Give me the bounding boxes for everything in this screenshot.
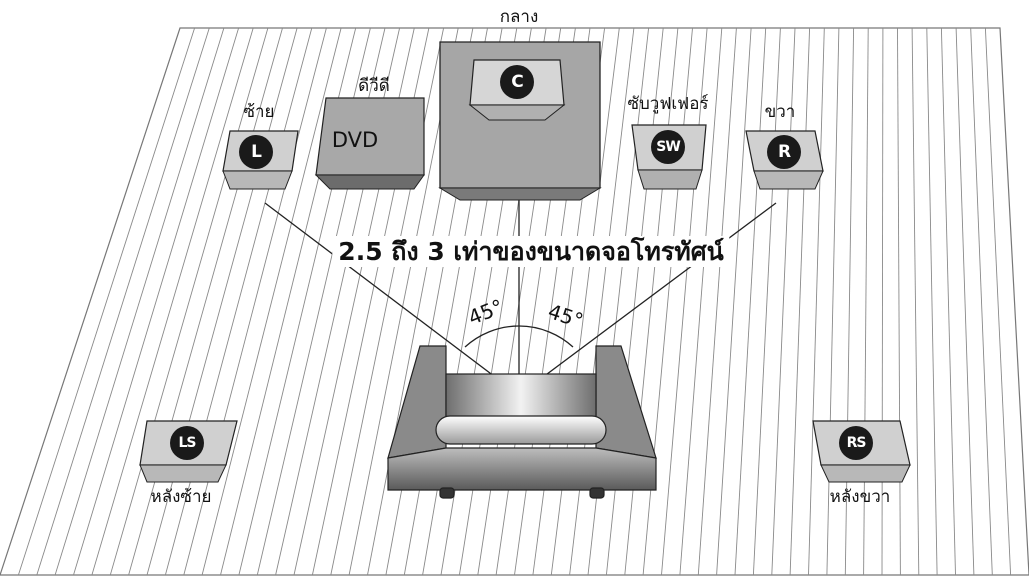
label-subwoofer: ซับวูฟเฟอร์ [627,94,709,114]
badge-subwoofer: SW [651,130,685,164]
floor-board-line [91,27,254,576]
floor-board-line [789,27,811,576]
floor-board-line [911,27,920,576]
floor-board-line [844,27,855,576]
distance-note: 2.5 ถึง 3 เท่าของขนาดจอโทรทัศน์ [332,236,730,268]
floor-board-line [146,27,298,576]
floor-board-line [897,27,901,576]
dvd-player [314,97,425,190]
floor-board-line [940,27,956,576]
badge-rear-left: LS [170,426,204,460]
floor-board-line [826,27,840,576]
floor-board-line [984,27,1012,576]
floor-board-line [73,27,240,576]
label-left: ซ้าย [243,102,275,122]
floor-board-line [752,27,781,576]
floor-board-line [926,27,938,576]
label-rear-right: หลังขวา [829,487,891,507]
floor-board-line [164,27,313,576]
floor-board-line [54,27,225,576]
label-center: กลาง [499,7,539,27]
floor-board-line [697,27,737,576]
listening-seat [387,345,657,499]
label-rear-left: หลังซ้าย [150,487,212,507]
floor-board-line [771,27,796,576]
floor-board-line [881,27,884,576]
floor-board-line [330,27,445,576]
floor-board-line [808,27,825,576]
floor-board-line [679,27,723,576]
listening-lines [264,170,777,396]
badge-left: L [239,135,273,169]
floor-board-line [36,27,210,576]
floor-board-line [201,27,342,576]
floor-board-line [128,27,283,576]
badge-center: C [500,65,534,99]
floor-board-line [970,27,993,576]
floor-board-line [109,27,269,576]
badge-right: R [767,135,801,169]
badge-rear-right: RS [839,426,873,460]
floor-board-line [955,27,975,576]
label-dvd: ดีวีดี [358,76,390,96]
label-right: ขวา [764,102,796,122]
floor-board-line [716,27,752,576]
dvd-front-text: DVD [331,128,379,152]
floor-board-line [863,27,869,576]
floor-board-line [183,27,327,576]
floor-board-line [734,27,767,576]
floor-board-line [661,27,708,576]
floor-board-line [17,27,196,576]
center-speaker [438,41,602,201]
